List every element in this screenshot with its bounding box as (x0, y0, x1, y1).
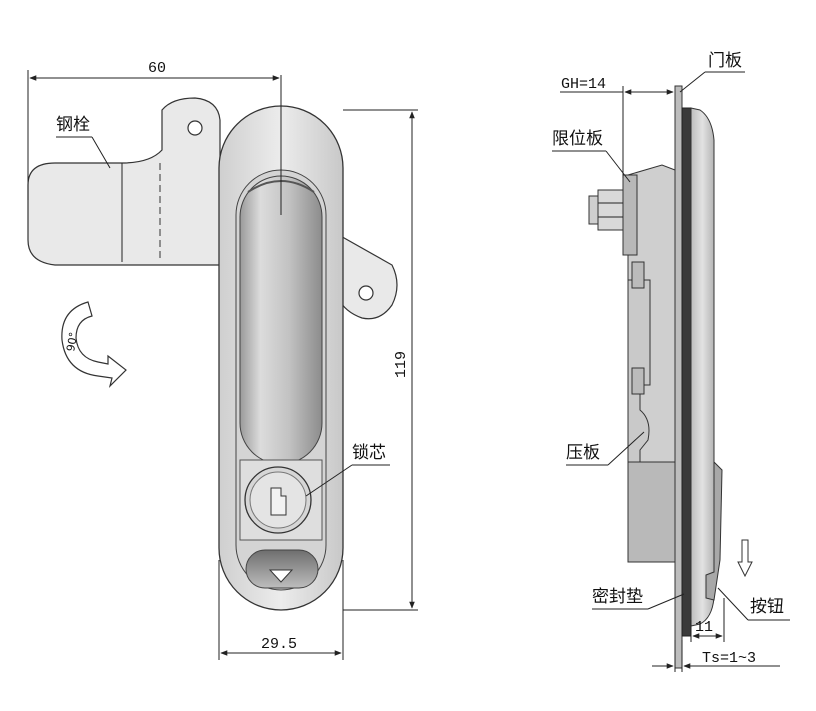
handle (239, 175, 323, 465)
label-bolt-leader (91, 136, 111, 169)
label-seal-leader (647, 593, 685, 610)
label-press-plate: 压板 (566, 443, 600, 463)
body-flange (690, 107, 715, 627)
seal (681, 107, 692, 637)
label-button-leader (717, 587, 749, 621)
press-screw-bottom (631, 367, 645, 395)
front-view: 60 119 29.5 钢栓 锁芯 90° (27, 60, 418, 660)
label-lock-core-leader (305, 464, 353, 497)
label-limit-plate-leader (605, 150, 631, 183)
nut (597, 189, 624, 231)
rotation-angle-label: 90° (64, 331, 80, 352)
dim-ts-label: Ts=1~3 (702, 650, 756, 667)
label-button: 按钮 (750, 597, 784, 617)
dim-29-label: 29.5 (261, 636, 297, 653)
side-view: GH=14 门板 限位板 压板 密封垫 按钮 11 Ts=1~3 (552, 51, 790, 672)
label-seal: 密封垫 (592, 587, 643, 607)
bolt (27, 97, 221, 266)
label-door-panel-leader (679, 71, 706, 93)
label-door-panel: 门板 (708, 51, 742, 71)
dim-11-label: 11 (695, 619, 713, 636)
push-button-arrow-icon (268, 569, 294, 583)
label-press-plate-leader (607, 431, 645, 466)
label-bolt: 钢栓 (56, 115, 90, 135)
dim-gh-label: GH=14 (561, 76, 606, 93)
press-screw-top (631, 261, 645, 289)
bolt-top-hole (187, 120, 203, 136)
bolt-end (588, 195, 599, 225)
door-panel (674, 85, 683, 669)
lug-hole (358, 285, 374, 301)
label-limit-plate: 限位板 (552, 129, 603, 149)
lower-housing (627, 461, 676, 563)
label-lock-core: 锁芯 (352, 443, 386, 463)
side-button (705, 460, 723, 601)
limit-plate (622, 174, 638, 256)
keyhole-icon (270, 487, 287, 516)
push-button (245, 549, 319, 589)
press-direction-arrow-icon (737, 539, 753, 578)
dim-119-label: 119 (393, 351, 410, 378)
rotation-arrow-icon: 90° (61, 301, 127, 388)
dim-60-label: 60 (148, 60, 166, 77)
